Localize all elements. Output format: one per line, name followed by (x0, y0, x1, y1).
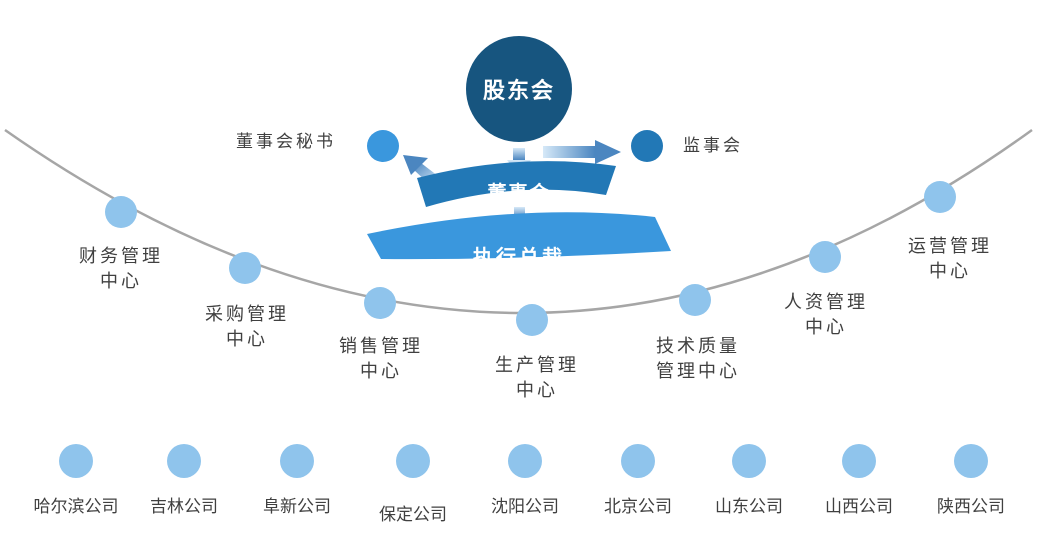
branch-dot-0 (59, 444, 93, 478)
center-label-line1: 销售管理 (339, 336, 423, 357)
branch-dot-5 (621, 444, 655, 478)
shareholders-label: 股东会 (483, 78, 555, 104)
branch-label-5: 北京公司 (604, 497, 672, 517)
center-dot-4 (679, 284, 711, 316)
branch-dot-6 (732, 444, 766, 478)
board-label: 董事会 (487, 181, 550, 204)
center-label-3: 生产管理中心 (477, 353, 597, 403)
branch-dot-1 (167, 444, 201, 478)
branch-dot-3 (396, 444, 430, 478)
ceo-label: 执行总裁 (473, 245, 565, 269)
center-label-line2: 中心 (360, 361, 402, 382)
center-dot-3 (516, 304, 548, 336)
branch-label-4: 沈阳公司 (491, 497, 559, 517)
center-dot-1 (229, 252, 261, 284)
branch-dot-8 (954, 444, 988, 478)
board-secretary-dot (367, 130, 399, 162)
center-label-line2: 中心 (929, 261, 971, 282)
branch-label-0: 哈尔滨公司 (33, 497, 119, 517)
center-label-line1: 人资管理 (784, 292, 868, 313)
center-label-line2: 中心 (805, 317, 847, 338)
branch-label-6: 山东公司 (715, 497, 783, 517)
supervisory-board-label: 监事会 (683, 136, 743, 156)
center-label-line1: 采购管理 (205, 304, 289, 325)
branch-label-3: 保定公司 (379, 505, 447, 525)
branch-label-8: 陕西公司 (937, 497, 1005, 517)
center-label-line2: 中心 (100, 271, 142, 292)
branch-dot-7 (842, 444, 876, 478)
branch-dot-2 (280, 444, 314, 478)
center-label-4: 技术质量管理中心 (638, 334, 758, 384)
center-label-1: 采购管理中心 (187, 302, 307, 352)
center-label-line1: 技术质量 (656, 336, 740, 357)
center-label-line2: 中心 (226, 329, 268, 350)
center-label-line1: 财务管理 (79, 246, 163, 267)
center-label-2: 销售管理中心 (321, 334, 441, 384)
arrow-to-supervisory-board (543, 140, 621, 164)
ceo-band (367, 212, 671, 260)
center-dot-2 (364, 287, 396, 319)
branch-label-2: 阜新公司 (263, 497, 331, 517)
center-label-line2: 管理中心 (656, 361, 740, 382)
center-label-5: 人资管理中心 (766, 290, 886, 340)
center-label-line2: 中心 (516, 380, 558, 401)
branch-label-7: 山西公司 (825, 497, 893, 517)
center-label-0: 财务管理中心 (61, 244, 181, 294)
center-dot-5 (809, 241, 841, 273)
center-label-line1: 运营管理 (908, 236, 992, 257)
board-secretary-label: 董事会秘书 (236, 132, 336, 152)
branch-dot-4 (508, 444, 542, 478)
center-dot-0 (105, 196, 137, 228)
center-dot-6 (924, 181, 956, 213)
branch-label-1: 吉林公司 (150, 497, 218, 517)
center-label-line1: 生产管理 (495, 355, 579, 376)
board-band (417, 161, 616, 207)
supervisory-board-dot (631, 130, 663, 162)
shareholders-node (466, 36, 572, 142)
center-label-6: 运营管理中心 (890, 234, 1010, 284)
